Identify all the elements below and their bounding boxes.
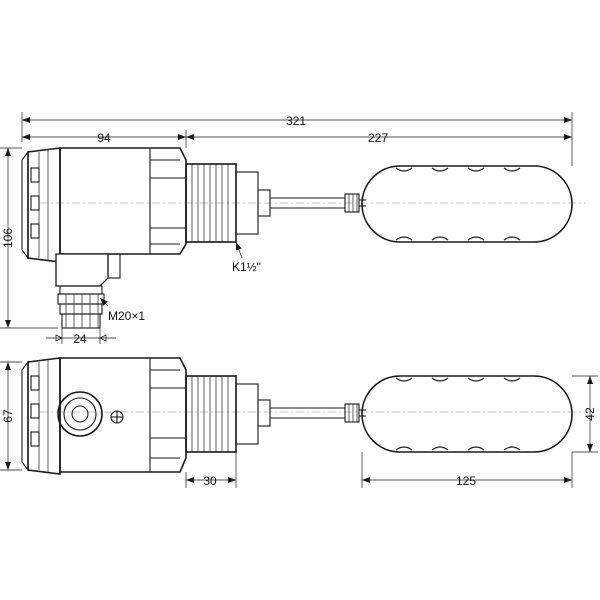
dim-float-length — [361, 452, 573, 488]
top-view — [0, 112, 585, 344]
float — [361, 165, 573, 243]
side-view — [0, 357, 598, 488]
dim-thread-length-label: 30 — [203, 474, 217, 488]
dim-overall-label: 321 — [286, 114, 306, 128]
dim-thread-length — [185, 452, 237, 488]
dim-float-diameter-label: 42 — [583, 407, 597, 421]
cable-gland — [55, 253, 121, 329]
side-cap — [21, 357, 61, 475]
dim-stem-label: 227 — [368, 131, 388, 145]
dim-side-height-label: 67 — [1, 409, 15, 423]
dim-gland-width-label: 24 — [73, 332, 87, 346]
dim-float-diameter — [572, 375, 598, 453]
side-stem — [257, 399, 366, 427]
side-body — [57, 357, 187, 473]
side-thread — [185, 375, 259, 453]
dim-float-length-label: 125 — [456, 474, 476, 488]
dim-height-label: 106 — [1, 228, 15, 248]
dim-gland — [46, 328, 116, 344]
side-float — [361, 375, 573, 453]
gland-label: M20×1 — [108, 309, 145, 323]
dim-side-height — [0, 361, 22, 471]
dim-housing-label: 94 — [97, 131, 111, 145]
housing-cap — [21, 147, 61, 263]
dim-height — [0, 147, 58, 329]
dim-housing — [22, 130, 572, 148]
housing-body — [59, 147, 187, 255]
process-thread — [185, 163, 259, 243]
stem — [257, 189, 366, 217]
thread-label: K1½" — [232, 260, 261, 274]
